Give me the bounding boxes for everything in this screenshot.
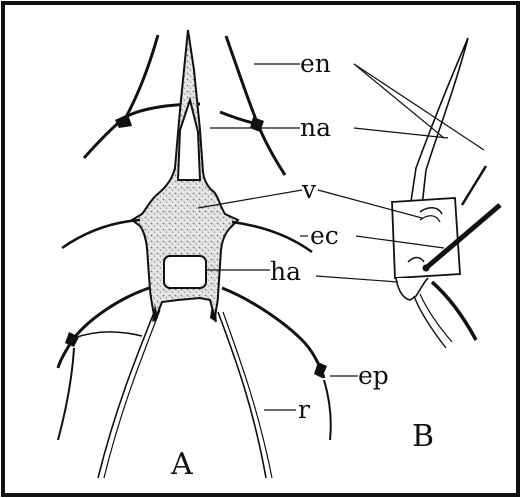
- label-en: en: [300, 49, 331, 78]
- label-ep: ep: [358, 361, 389, 390]
- label-ec: ec: [310, 221, 339, 250]
- label-na: na: [300, 113, 331, 142]
- panel-label-b: B: [412, 419, 434, 454]
- haemal-arch-opening: [164, 256, 206, 288]
- label-ha: ha: [270, 257, 301, 286]
- panel-label-a: A: [170, 447, 193, 482]
- label-v: v: [301, 175, 317, 204]
- label-r: r: [298, 395, 310, 424]
